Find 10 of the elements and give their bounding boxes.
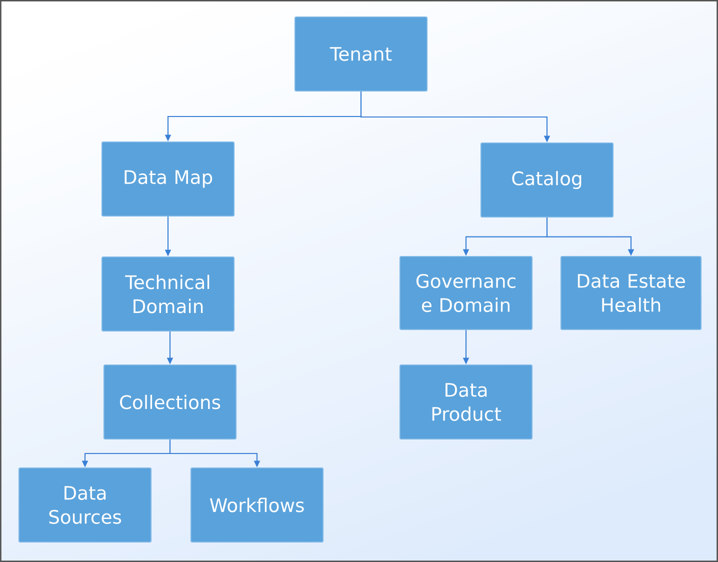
- process-box: Data Estate Health: [560, 256, 702, 330]
- process-box: Catalog: [480, 142, 614, 218]
- process-box: Collections: [103, 364, 237, 440]
- process-box: Workflows: [190, 467, 324, 543]
- process-box: Tenant: [294, 16, 428, 92]
- process-box: Data Map: [101, 141, 235, 217]
- process-box: Data Sources: [18, 467, 152, 543]
- process-box: Governanc e Domain: [399, 256, 533, 330]
- process-box: Technical Domain: [101, 256, 235, 332]
- process-box: Data Product: [399, 364, 533, 440]
